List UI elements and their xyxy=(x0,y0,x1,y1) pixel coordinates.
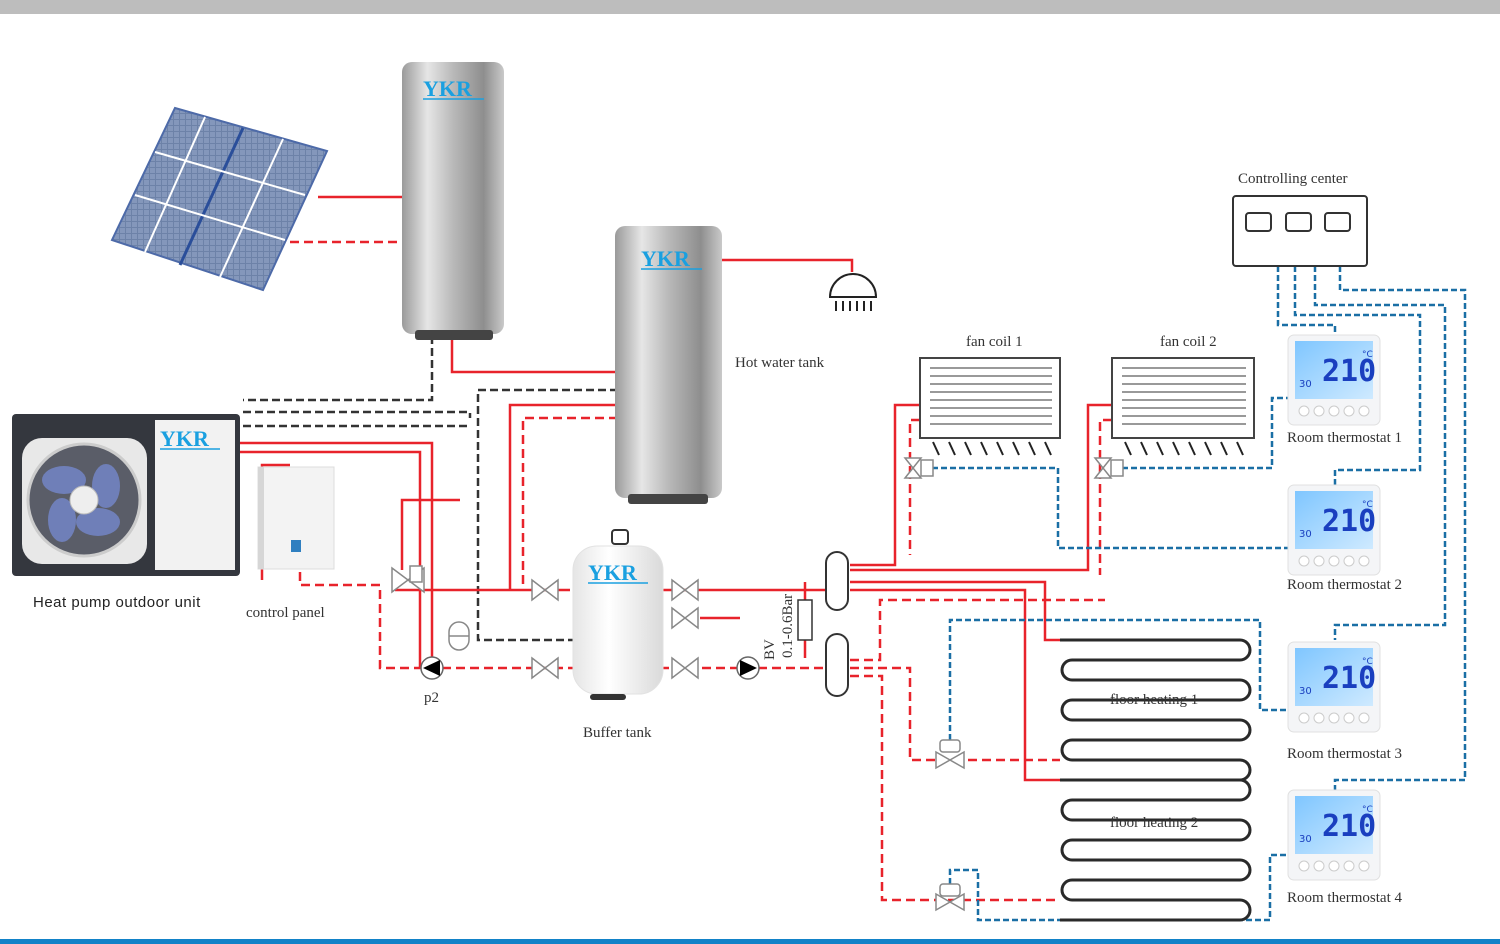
hot-water-tank: YKR Hot water tank xyxy=(615,226,825,504)
thermostat-button[interactable] xyxy=(1358,405,1370,417)
thermostat-label: Room thermostat 1 xyxy=(1287,430,1402,446)
manifolds xyxy=(825,551,849,697)
thermostat-screen xyxy=(1295,648,1373,706)
control-wires xyxy=(932,266,1467,922)
thermostat-button[interactable] xyxy=(1298,555,1310,567)
thermostat-button[interactable] xyxy=(1298,860,1310,872)
bypass-valve-label: BV xyxy=(762,639,778,660)
brand-logo: YKR xyxy=(160,426,210,451)
shower-head-icon xyxy=(828,273,878,311)
floor-heating-2: floor heating 2 xyxy=(1060,778,1252,922)
brand-logo: YKR xyxy=(588,560,638,585)
thermostat-button[interactable] xyxy=(1313,405,1325,417)
hot-water-tank-label: Hot water tank xyxy=(735,355,825,371)
thermostat-button[interactable] xyxy=(1328,405,1340,417)
thermostat-temp: 210 xyxy=(1322,504,1376,539)
thermostat-button[interactable] xyxy=(1343,712,1355,724)
zone-valves xyxy=(935,739,965,912)
pump-icon: p2 xyxy=(420,656,444,706)
buffer-tank-icon: YKR Buffer tank xyxy=(572,529,664,741)
controlling-center-label: Controlling center xyxy=(1238,171,1348,187)
thermostat-unit: °C xyxy=(1362,350,1373,360)
thermostat-button[interactable] xyxy=(1343,555,1355,567)
three-way-valve-icon xyxy=(391,565,425,594)
floor-heating-label: floor heating 2 xyxy=(1110,815,1198,831)
brand-logo: YKR xyxy=(641,246,691,271)
brand-logo: YKR xyxy=(423,76,473,101)
expansion-vessel-icon xyxy=(448,621,470,651)
thermostat-button[interactable] xyxy=(1358,712,1370,724)
bypass-valve: BV 0.1-0.6Bar xyxy=(762,594,813,660)
thermostat-unit: °C xyxy=(1362,657,1373,667)
control-panel-icon: control panel xyxy=(246,466,335,621)
fan-coil-2: fan coil 2 xyxy=(1093,334,1255,479)
thermostat-button[interactable] xyxy=(1328,712,1340,724)
thermostat-button[interactable] xyxy=(1328,860,1340,872)
valves xyxy=(531,578,699,680)
thermostat-temp: 210 xyxy=(1322,661,1376,696)
thermostat-button[interactable] xyxy=(1343,405,1355,417)
fan-coil-label: fan coil 1 xyxy=(966,334,1023,350)
thermostat-label: Room thermostat 4 xyxy=(1287,890,1402,906)
thermostat-temp: 210 xyxy=(1322,809,1376,844)
thermostat-setpoint: 30 xyxy=(1299,686,1312,697)
water-tank-icon xyxy=(615,226,722,498)
water-tank-icon xyxy=(402,62,504,334)
thermostat-button[interactable] xyxy=(1328,555,1340,567)
thermostat-button[interactable] xyxy=(1298,405,1310,417)
thermostat-button[interactable] xyxy=(1313,555,1325,567)
fan-coil-1: fan coil 1 xyxy=(903,334,1061,479)
thermostat-button[interactable] xyxy=(1298,712,1310,724)
floor-heating-label: floor heating 1 xyxy=(1110,692,1198,708)
buffer-tank-label: Buffer tank xyxy=(583,725,652,741)
thermostat-button[interactable] xyxy=(1358,555,1370,567)
bottom-bar xyxy=(0,939,1500,944)
heat-pump-label: Heat pump outdoor unit xyxy=(33,594,201,611)
solar-panel-icon xyxy=(110,106,329,292)
bypass-valve-pressure: 0.1-0.6Bar xyxy=(780,594,796,658)
thermostat-button[interactable] xyxy=(1358,860,1370,872)
pump-p2-label: p2 xyxy=(424,690,439,706)
thermostat-button[interactable] xyxy=(1343,860,1355,872)
thermostat-screen xyxy=(1295,491,1373,549)
thermostat-label: Room thermostat 3 xyxy=(1287,746,1402,762)
thermostat-label: Room thermostat 2 xyxy=(1287,577,1402,593)
thermostat-screen xyxy=(1295,796,1373,854)
thermostat-setpoint: 30 xyxy=(1299,834,1312,845)
control-panel-label: control panel xyxy=(246,605,325,621)
floor-heating-1: floor heating 1 xyxy=(1060,638,1252,782)
solar-tank: YKR xyxy=(402,62,504,340)
pump-icon xyxy=(736,656,760,680)
thermostat-screen xyxy=(1295,341,1373,399)
thermostat-unit: °C xyxy=(1362,500,1373,510)
thermostat-setpoint: 30 xyxy=(1299,529,1312,540)
thermostat-button[interactable] xyxy=(1313,860,1325,872)
fan-coil-label: fan coil 2 xyxy=(1160,334,1217,350)
heat-pump-icon: YKR Heat pump outdoor unit xyxy=(12,414,240,611)
controlling-center: Controlling center xyxy=(1232,171,1368,267)
thermostat-temp: 210 xyxy=(1322,354,1376,389)
top-bar xyxy=(0,0,1500,14)
thermostat-button[interactable] xyxy=(1313,712,1325,724)
thermostat-unit: °C xyxy=(1362,805,1373,815)
thermostat-setpoint: 30 xyxy=(1299,379,1312,390)
